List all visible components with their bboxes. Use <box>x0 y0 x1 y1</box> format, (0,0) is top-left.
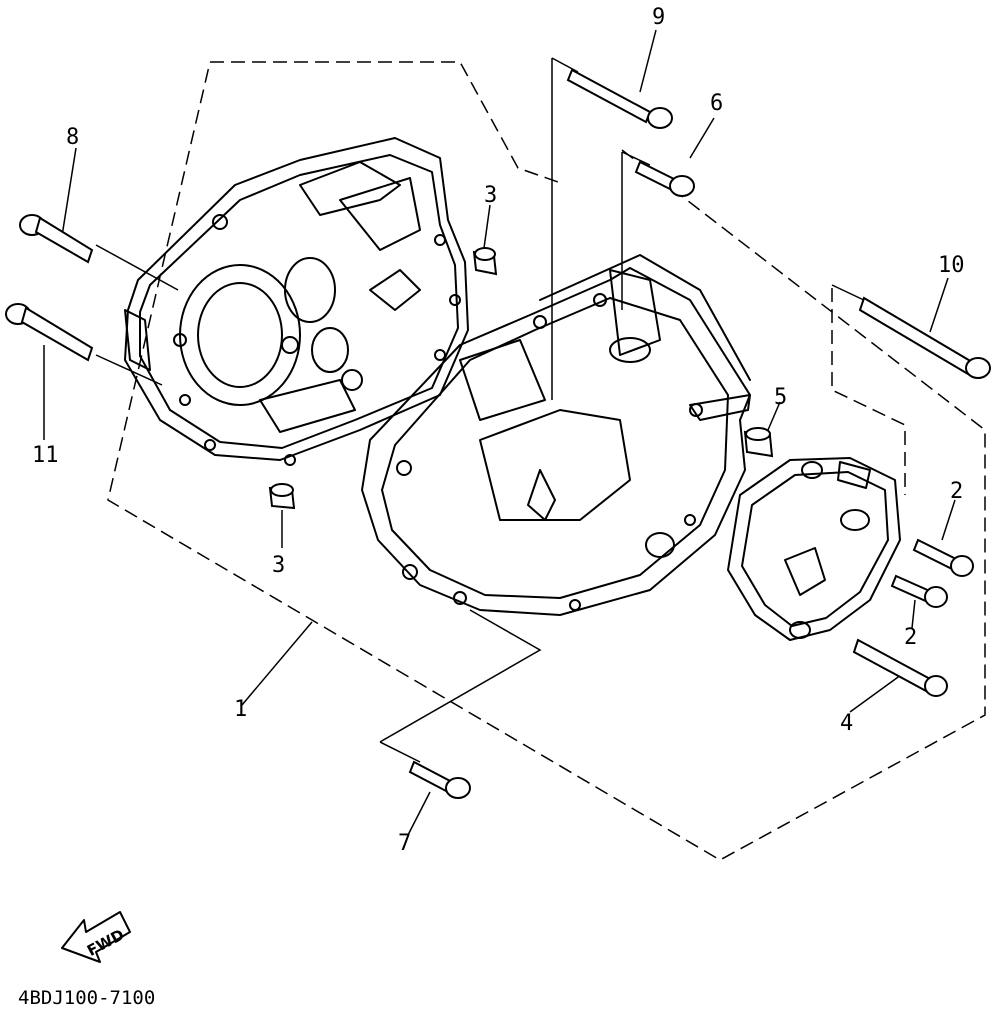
left-crankcase-half <box>124 137 469 466</box>
bolt-4 <box>852 638 948 697</box>
callout-7: 7 <box>398 831 411 856</box>
leader-lines <box>43 29 956 836</box>
callout-5: 5 <box>774 385 787 410</box>
part-code: 4BDJ100-7100 <box>18 987 155 1009</box>
dowel-pin-3-lower <box>268 483 296 510</box>
callout-3-lower: 3 <box>272 553 285 578</box>
bolt-11 <box>5 303 94 362</box>
dowel-pin-3-upper <box>472 247 498 276</box>
dowel-pin-5 <box>743 427 774 458</box>
bolt-9 <box>566 68 673 129</box>
bolt-2-lower <box>890 574 948 608</box>
bolt-6 <box>634 160 695 197</box>
crankcase-cover <box>727 457 901 641</box>
bolt-10 <box>858 296 991 379</box>
callout-2-lower: 2 <box>904 625 917 650</box>
callout-2-upper: 2 <box>950 479 963 504</box>
callout-4: 4 <box>840 711 853 736</box>
callout-3-upper: 3 <box>484 183 497 208</box>
assembly-boundary <box>107 61 986 861</box>
callout-10: 10 <box>938 253 965 278</box>
callout-6: 6 <box>710 91 723 116</box>
callout-1: 1 <box>234 697 247 722</box>
callout-11: 11 <box>32 443 59 468</box>
callout-9: 9 <box>652 5 665 30</box>
fwd-label: FWD <box>84 926 127 960</box>
subassembly-boundary <box>831 288 906 495</box>
right-crankcase-half <box>361 254 751 616</box>
bolt-7 <box>408 760 471 799</box>
bolt-8 <box>19 214 94 264</box>
bolt-2-upper <box>912 538 974 577</box>
fwd-arrow-icon: FWD <box>61 911 131 963</box>
callout-8: 8 <box>66 125 79 150</box>
